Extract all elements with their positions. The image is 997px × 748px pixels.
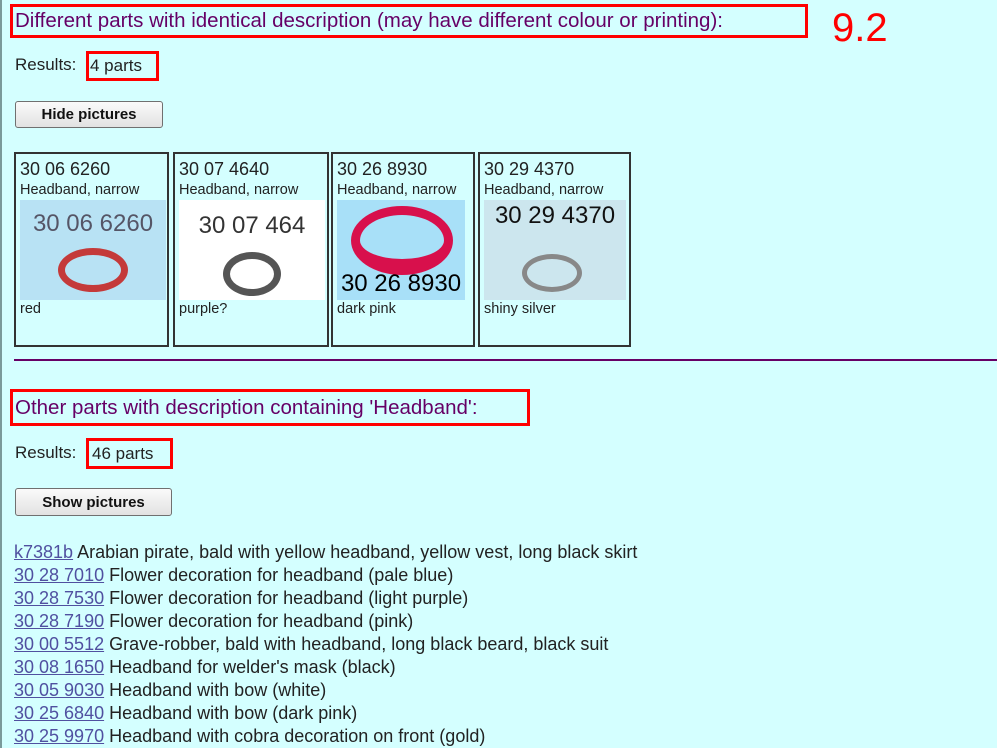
- part-text: Arabian pirate, bald with yellow headban…: [73, 542, 638, 562]
- part-card[interactable]: 30 07 4640 Headband, narrow 30 07 464 pu…: [173, 152, 329, 347]
- part-text: Grave-robber, bald with headband, long b…: [104, 634, 609, 654]
- part-number: 30 26 8930: [337, 159, 428, 179]
- part-colour: shiny silver: [484, 301, 556, 317]
- part-link[interactable]: 30 25 6840: [14, 703, 105, 723]
- section-divider: [14, 359, 997, 361]
- part-description: Headband, narrow: [484, 182, 604, 198]
- results-label: Results:: [15, 55, 77, 74]
- part-number: 30 29 4370: [484, 159, 575, 179]
- list-item: 30 00 5512 Grave-robber, bald with headb…: [14, 633, 637, 656]
- part-card[interactable]: 30 26 8930 Headband, narrow 30 26 8930 d…: [331, 152, 475, 347]
- part-text: Headband with bow (dark pink): [104, 703, 358, 723]
- results-count: 4 parts: [86, 51, 159, 81]
- image-label: 30 29 4370: [494, 202, 616, 229]
- part-text: Headband with bow (white): [104, 680, 327, 700]
- image-label: 30 26 8930: [340, 270, 462, 297]
- part-text: Headband with cobra decoration on front …: [104, 726, 486, 746]
- annotation-label: 9.2: [832, 6, 888, 50]
- section-heading-other: Other parts with description containing …: [10, 389, 530, 426]
- part-image[interactable]: 30 29 4370: [484, 200, 626, 300]
- page-border: [0, 0, 2, 748]
- image-label: 30 07 464: [198, 212, 306, 239]
- results-count: 46 parts: [86, 438, 173, 469]
- part-card[interactable]: 30 06 6260 Headband, narrow 30 06 6260 r…: [14, 152, 169, 347]
- section-heading-identical: Different parts with identical descripti…: [10, 4, 808, 38]
- part-image[interactable]: 30 26 8930: [337, 200, 465, 300]
- part-colour: dark pink: [337, 301, 396, 317]
- list-item: 30 08 1650 Headband for welder's mask (b…: [14, 656, 637, 679]
- list-item: k7381b Arabian pirate, bald with yellow …: [14, 541, 637, 564]
- part-text: Flower decoration for headband (light pu…: [104, 588, 469, 608]
- part-description: Headband, narrow: [179, 182, 299, 198]
- part-image[interactable]: 30 06 6260: [20, 200, 166, 300]
- list-item: 30 28 7530 Flower decoration for headban…: [14, 587, 637, 610]
- list-item: 30 25 6840 Headband with bow (dark pink): [14, 702, 637, 725]
- show-pictures-button[interactable]: Show pictures: [15, 488, 172, 516]
- part-colour: purple?: [179, 301, 228, 317]
- results-label: Results:: [15, 443, 77, 462]
- part-colour: red: [20, 301, 41, 317]
- part-description: Headband, narrow: [337, 182, 457, 198]
- parts-list: k7381b Arabian pirate, bald with yellow …: [14, 541, 637, 748]
- part-link[interactable]: 30 05 9030: [14, 680, 105, 700]
- image-label: 30 06 6260: [32, 210, 154, 237]
- hide-pictures-button[interactable]: Hide pictures: [15, 101, 163, 128]
- part-link[interactable]: 30 28 7190: [14, 611, 105, 631]
- part-text: Headband for welder's mask (black): [104, 657, 396, 677]
- part-number: 30 06 6260: [20, 159, 111, 179]
- list-item: 30 05 9030 Headband with bow (white): [14, 679, 637, 702]
- part-link[interactable]: 30 28 7010: [14, 565, 105, 585]
- part-number: 30 07 4640: [179, 159, 270, 179]
- list-item: 30 28 7010 Flower decoration for headban…: [14, 564, 637, 587]
- part-text: Flower decoration for headband (pale blu…: [104, 565, 454, 585]
- part-text: Flower decoration for headband (pink): [104, 611, 414, 631]
- list-item: 30 28 7190 Flower decoration for headban…: [14, 610, 637, 633]
- part-card[interactable]: 30 29 4370 Headband, narrow 30 29 4370 s…: [478, 152, 631, 347]
- part-link[interactable]: 30 00 5512: [14, 634, 105, 654]
- part-link[interactable]: 30 28 7530: [14, 588, 105, 608]
- part-image[interactable]: 30 07 464: [179, 200, 325, 300]
- part-description: Headband, narrow: [20, 182, 140, 198]
- part-link[interactable]: k7381b: [14, 542, 74, 562]
- part-link[interactable]: 30 08 1650: [14, 657, 105, 677]
- part-link[interactable]: 30 25 9970: [14, 726, 105, 746]
- list-item: 30 25 9970 Headband with cobra decoratio…: [14, 725, 637, 748]
